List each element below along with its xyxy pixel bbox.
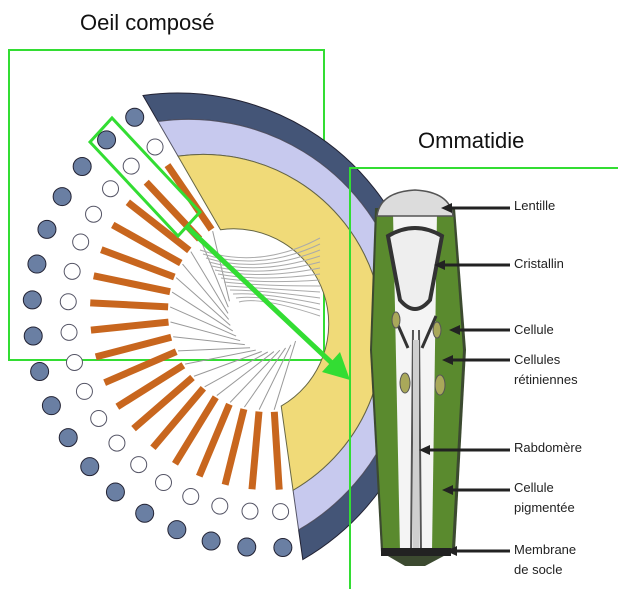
ommatidium-drawing — [370, 190, 466, 566]
label-retinal-cells-line2: rétiniennes — [514, 370, 578, 390]
label-crystalline: Cristallin — [514, 254, 564, 274]
label-cell: Cellule — [514, 320, 554, 340]
label-pigment-cell-line2: pigmentée — [514, 498, 575, 518]
label-retinal-cells: Cellules — [514, 350, 560, 370]
label-rhabdomere: Rabdomère — [514, 438, 582, 458]
label-pigment-cell: Cellule — [514, 478, 554, 498]
label-lens: Lentille — [514, 196, 555, 216]
label-basal-membrane-line2: de socle — [514, 560, 562, 580]
compound-eye-drawing — [23, 93, 427, 560]
label-basal-membrane: Membrane — [514, 540, 576, 560]
